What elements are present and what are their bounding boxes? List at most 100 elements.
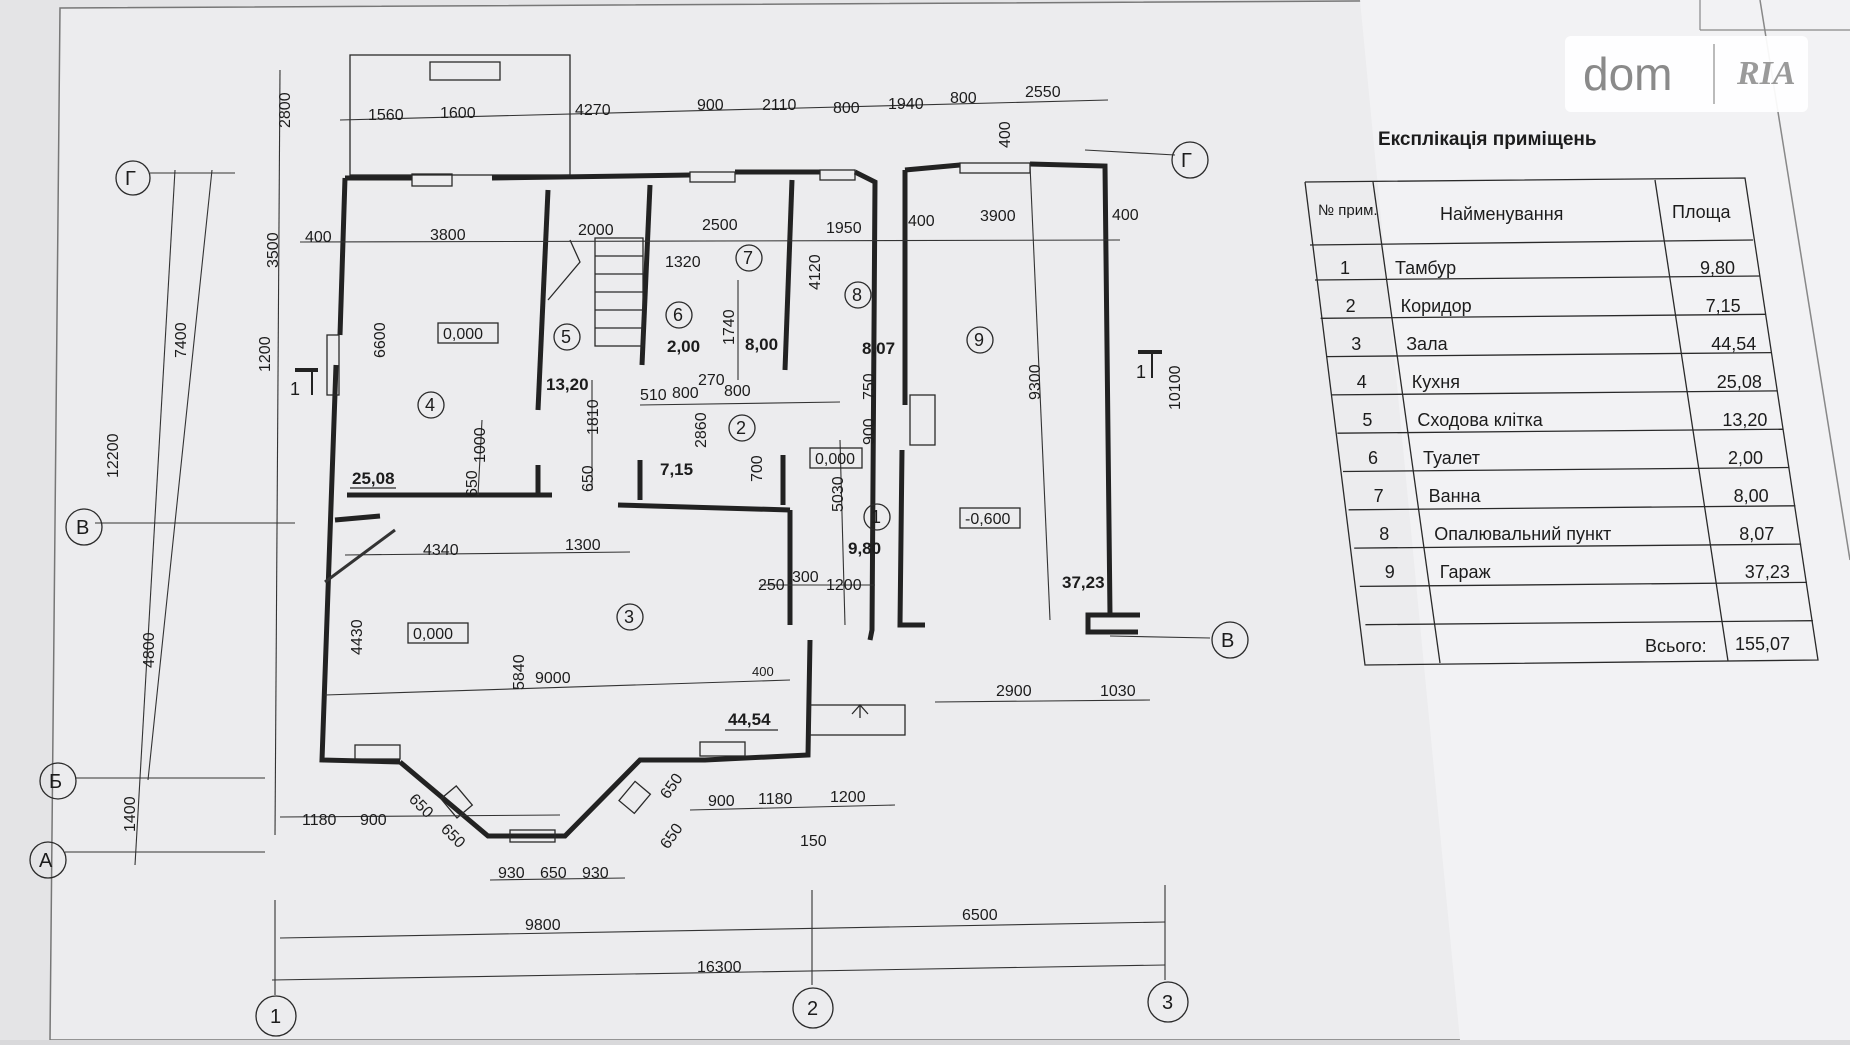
dim-800d: 800 bbox=[724, 383, 751, 400]
dim-900d: 900 bbox=[708, 793, 735, 810]
table-row-number: 6 bbox=[1368, 448, 1378, 468]
table-row-line bbox=[1320, 313, 1766, 319]
level-garage: -0,600 bbox=[965, 511, 1010, 528]
dim-3500: 3500 bbox=[265, 232, 282, 268]
room-2-area: 7,15 bbox=[660, 460, 693, 479]
table-row-line bbox=[1359, 581, 1808, 588]
section-marks: 1 1 bbox=[290, 350, 1162, 399]
table-row-area: 13,20 bbox=[1722, 410, 1767, 430]
table-row-name: Туалет bbox=[1423, 448, 1480, 468]
table-row-name: Гараж bbox=[1440, 562, 1491, 582]
dim-510: 510 bbox=[640, 387, 667, 404]
room-3-number: 3 bbox=[624, 607, 634, 627]
room-9-area: 37,23 bbox=[1062, 573, 1105, 592]
dim-2500: 2500 bbox=[702, 217, 738, 234]
axis-b-left: Б bbox=[49, 771, 62, 793]
dim-2900: 2900 bbox=[996, 683, 1032, 700]
dim-5840: 5840 bbox=[511, 654, 528, 690]
watermark-divider bbox=[1713, 44, 1715, 104]
dim-900c: 900 bbox=[360, 812, 387, 829]
section-mark-left: 1 bbox=[290, 379, 300, 399]
dim-900b: 900 bbox=[861, 418, 878, 445]
dim-650g: 650 bbox=[540, 865, 567, 882]
staircase bbox=[547, 237, 644, 347]
room-4-number: 4 bbox=[425, 395, 435, 415]
drawing-frame bbox=[49, 0, 1561, 1041]
col-name-header: Найменування bbox=[1440, 204, 1563, 224]
dim-270: 270 bbox=[698, 372, 725, 389]
table-row-name: Коридор bbox=[1401, 296, 1472, 316]
room-6-area: 2,00 bbox=[667, 337, 700, 356]
table-row-name: Тамбур bbox=[1395, 258, 1456, 278]
dim-1000: 1000 bbox=[472, 427, 489, 463]
table-row-line bbox=[1326, 351, 1772, 358]
table-row-line bbox=[1337, 428, 1784, 434]
table-row-line bbox=[1348, 505, 1796, 511]
dim-400d: 400 bbox=[752, 664, 774, 679]
dim-300: 300 bbox=[792, 569, 819, 586]
dim-900: 900 bbox=[697, 97, 724, 114]
dim-150: 150 bbox=[800, 833, 827, 850]
dim-2110: 2110 bbox=[762, 97, 797, 114]
dim-1740: 1740 bbox=[721, 309, 738, 345]
dim-800b: 800 bbox=[950, 90, 977, 107]
room-6-number: 6 bbox=[673, 305, 683, 325]
table-row-line bbox=[1354, 543, 1802, 549]
axis-a-left: А bbox=[39, 850, 53, 872]
table-row-line bbox=[1365, 620, 1813, 626]
room-labels: 4 5 6 7 8 9 2 1 3 25,08 13,20 2,00 8,00 … bbox=[350, 244, 1105, 731]
table-row-area: 7,15 bbox=[1706, 296, 1741, 316]
dim-1600: 1600 bbox=[440, 105, 476, 122]
table-row-number: 2 bbox=[1346, 296, 1356, 316]
table-row-number: 8 bbox=[1379, 524, 1389, 544]
explication-table: Експлікація приміщень № прим. Найменуван… bbox=[1304, 129, 1819, 666]
dim-650a: 650 bbox=[464, 470, 481, 497]
col-no-header: № прим. bbox=[1318, 202, 1378, 219]
dim-2000: 2000 bbox=[578, 222, 614, 239]
dim-400e: 400 bbox=[997, 121, 1014, 148]
axis-v-left: В bbox=[76, 517, 89, 539]
dim-1950: 1950 bbox=[826, 220, 862, 237]
room-5-area: 13,20 bbox=[546, 375, 589, 394]
level-room-3: 0,000 bbox=[413, 626, 453, 643]
axis-g-left: Г bbox=[125, 168, 136, 190]
dim-1200b: 1200 bbox=[826, 577, 862, 594]
level-corridor: 0,000 bbox=[815, 451, 855, 468]
table-row-area: 8,00 bbox=[1734, 486, 1769, 506]
dim-10100: 10100 bbox=[1167, 365, 1184, 410]
table-row-name: Ванна bbox=[1429, 486, 1482, 506]
dim-9000: 9000 bbox=[535, 670, 571, 687]
dim-700: 700 bbox=[749, 455, 766, 482]
table-row-line bbox=[1342, 466, 1790, 473]
dim-4430: 4430 bbox=[349, 619, 366, 655]
room-7-number: 7 bbox=[743, 248, 753, 268]
axis-3: 3 bbox=[1162, 992, 1173, 1014]
room-9-number: 9 bbox=[974, 330, 984, 350]
dim-250: 250 bbox=[758, 577, 785, 594]
table-row-number: 3 bbox=[1351, 334, 1361, 354]
dim-6500: 6500 bbox=[962, 907, 998, 924]
table-row-name: Опалювальний пункт bbox=[1434, 524, 1611, 544]
table-row-area: 2,00 bbox=[1728, 448, 1763, 468]
room-2-number: 2 bbox=[736, 418, 746, 438]
dim-12200: 12200 bbox=[105, 433, 122, 478]
table-row-name: Кухня bbox=[1412, 372, 1460, 392]
room-7-area: 8,00 bbox=[745, 335, 778, 354]
level-room-4: 0,000 bbox=[443, 326, 483, 343]
windows bbox=[324, 54, 1031, 843]
table-row-area: 44,54 bbox=[1711, 334, 1756, 354]
watermark-dom-text: dom bbox=[1583, 48, 1673, 100]
dim-1180a: 1180 bbox=[302, 812, 337, 829]
dim-2550: 2550 bbox=[1025, 84, 1061, 101]
dimension-labels: 1560 1600 4270 900 2110 800 1940 800 255… bbox=[105, 84, 1184, 976]
room-1-area: 9,80 bbox=[848, 539, 881, 558]
dim-1200: 1200 bbox=[257, 336, 274, 372]
dim-7400: 7400 bbox=[173, 322, 190, 358]
dimension-lines bbox=[134, 69, 1166, 981]
dim-1030: 1030 bbox=[1100, 683, 1136, 700]
total-value: 155,07 bbox=[1735, 634, 1790, 654]
table-row-name: Зала bbox=[1406, 334, 1448, 354]
dim-4120: 4120 bbox=[807, 254, 824, 290]
